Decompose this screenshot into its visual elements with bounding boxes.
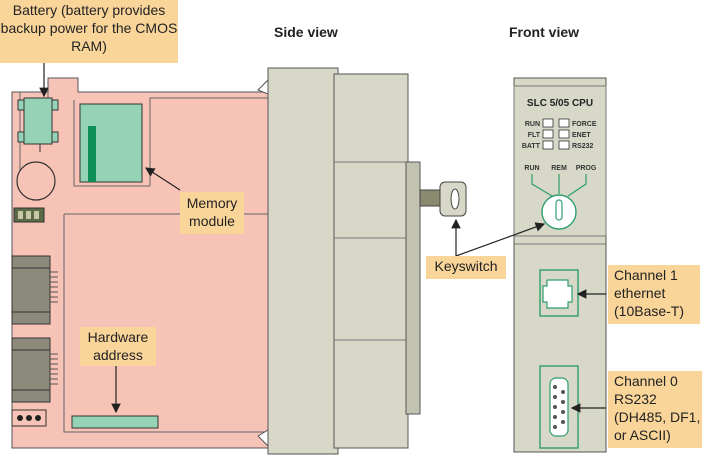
led-label-force: FORCE — [572, 121, 597, 128]
keyswitch-callout: Keyswitch — [426, 256, 506, 279]
switch-label-run: RUN — [524, 165, 539, 172]
led-rs232 — [558, 140, 570, 150]
led-indicators: RUN FLT BATT FORCE ENET RS232 — [522, 118, 597, 150]
side-view-heading: Side view — [274, 24, 338, 40]
keyswitch-arrow-dial — [455, 222, 546, 257]
callout-arrows — [39, 62, 606, 414]
switch-label-rem: REM — [551, 165, 567, 172]
led-force — [558, 118, 570, 128]
edge-connector-lower — [11, 337, 58, 403]
serial-port — [539, 365, 579, 449]
mode-switch: RUN REM PROG — [524, 165, 597, 230]
ethernet-port — [539, 269, 579, 317]
switch-label-prog: PROG — [576, 165, 597, 172]
led-enet — [558, 129, 570, 139]
battery — [13, 97, 59, 223]
led-label-batt: BATT — [522, 143, 541, 150]
memory-arrow — [144, 167, 181, 191]
led-batt — [542, 140, 554, 150]
channel0-callout: Channel 0 RS232 (DH485, DF1, or ASCII) — [608, 371, 702, 448]
key-icon — [419, 181, 467, 217]
edge-connector-upper — [11, 255, 58, 325]
hardware-address-chip — [71, 415, 159, 429]
jumper-header — [11, 409, 47, 427]
memory-module — [79, 103, 143, 183]
battery-callout: Battery (battery provides backup power f… — [0, 0, 178, 63]
led-flt — [542, 129, 554, 139]
led-label-rs232: RS232 — [572, 143, 594, 150]
circuit-board — [11, 77, 271, 449]
led-label-run: RUN — [525, 121, 540, 128]
cpu-model-label: SLC 5/05 CPU — [527, 98, 593, 109]
memory-module-callout: Memory module — [180, 192, 244, 234]
led-run — [542, 118, 554, 128]
hardware-address-callout: Hardware address — [80, 327, 156, 366]
led-label-flt: FLT — [528, 132, 541, 139]
side-housing — [257, 67, 421, 455]
channel1-callout: Channel 1 ethernet (10Base-T) — [608, 265, 700, 324]
front-view-heading: Front view — [509, 24, 580, 40]
led-label-enet: ENET — [572, 132, 591, 139]
